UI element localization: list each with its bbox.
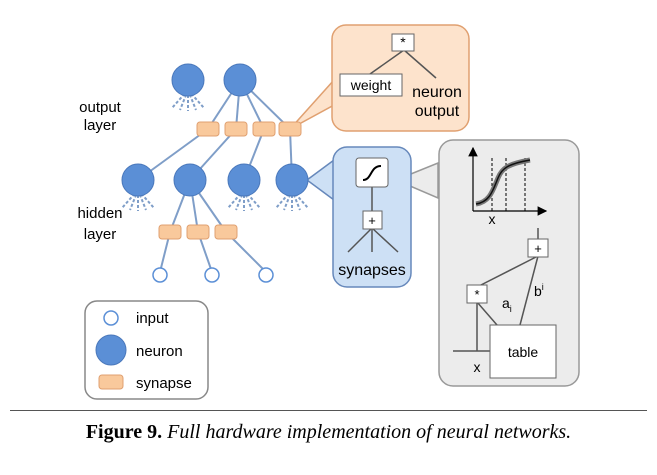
- detail-callout-connector: [394, 161, 439, 200]
- output-neuron-2: [223, 63, 257, 97]
- output-layer-label-2: layer: [84, 117, 117, 134]
- caption-text: Full hardware implementation of neural n…: [167, 421, 572, 443]
- multiply-op: *: [400, 34, 406, 50]
- activation-detail-callout: x + * ai bi table x: [438, 139, 580, 387]
- detail-add-op: +: [534, 241, 542, 256]
- legend-input-swatch: [103, 310, 119, 326]
- output-synapse-2: [224, 121, 248, 137]
- neuron-output-label-2: output: [415, 103, 460, 120]
- detail-mul-op: *: [474, 287, 479, 302]
- x-input-label: x: [474, 359, 481, 375]
- output-layer-label-1: output: [79, 99, 122, 116]
- fan-in-stubs: [121, 89, 309, 211]
- hidden-synapse-2: [186, 224, 210, 240]
- add-op: +: [368, 213, 376, 228]
- legend-input-label: input: [136, 310, 169, 327]
- output-synapse-1: [196, 121, 220, 137]
- neuron-output-label-1: neuron: [412, 84, 462, 101]
- a-i-label: ai: [502, 295, 512, 314]
- legend-neuron-swatch: [95, 334, 127, 366]
- legend: input neuron synapse: [84, 300, 209, 400]
- legend-synapse-swatch: [98, 374, 124, 390]
- synapses-label: synapses: [338, 262, 406, 279]
- output-neuron-1: [171, 63, 205, 97]
- hidden-neuron-2: [173, 163, 207, 197]
- output-synapse-3: [252, 121, 276, 137]
- caption-label: Figure 9.: [85, 421, 163, 443]
- hidden-neuron-3: [227, 163, 261, 197]
- hidden-neuron-1: [121, 163, 155, 197]
- synapse-callout: + synapses: [332, 146, 412, 288]
- weight-label: weight: [350, 77, 392, 93]
- lookup-table: [489, 324, 557, 379]
- network-edges: [137, 79, 293, 273]
- b-i-label: bi: [534, 282, 544, 299]
- hidden-synapse-3: [214, 224, 238, 240]
- table-label: table: [508, 344, 539, 360]
- input-node-3: [258, 267, 274, 283]
- input-node-2: [204, 267, 220, 283]
- input-node-1: [152, 267, 168, 283]
- hidden-layer-label-1: hidden: [77, 205, 122, 222]
- output-synapse-4: [278, 121, 302, 137]
- output-neuron-callout: * weight neuron output: [331, 24, 470, 132]
- plot-x-label: x: [489, 211, 496, 227]
- hidden-layer-label-2: layer: [84, 226, 117, 243]
- synapse-callout-connector: [305, 158, 335, 202]
- sigmoid-icon: [362, 165, 382, 181]
- legend-neuron-label: neuron: [136, 343, 183, 360]
- caption-rule: [10, 410, 647, 411]
- hidden-synapse-1: [158, 224, 182, 240]
- legend-synapse-label: synapse: [136, 375, 192, 392]
- figure-caption: Figure 9. Full hardware implementation o…: [0, 421, 657, 444]
- hidden-neuron-4: [275, 163, 309, 197]
